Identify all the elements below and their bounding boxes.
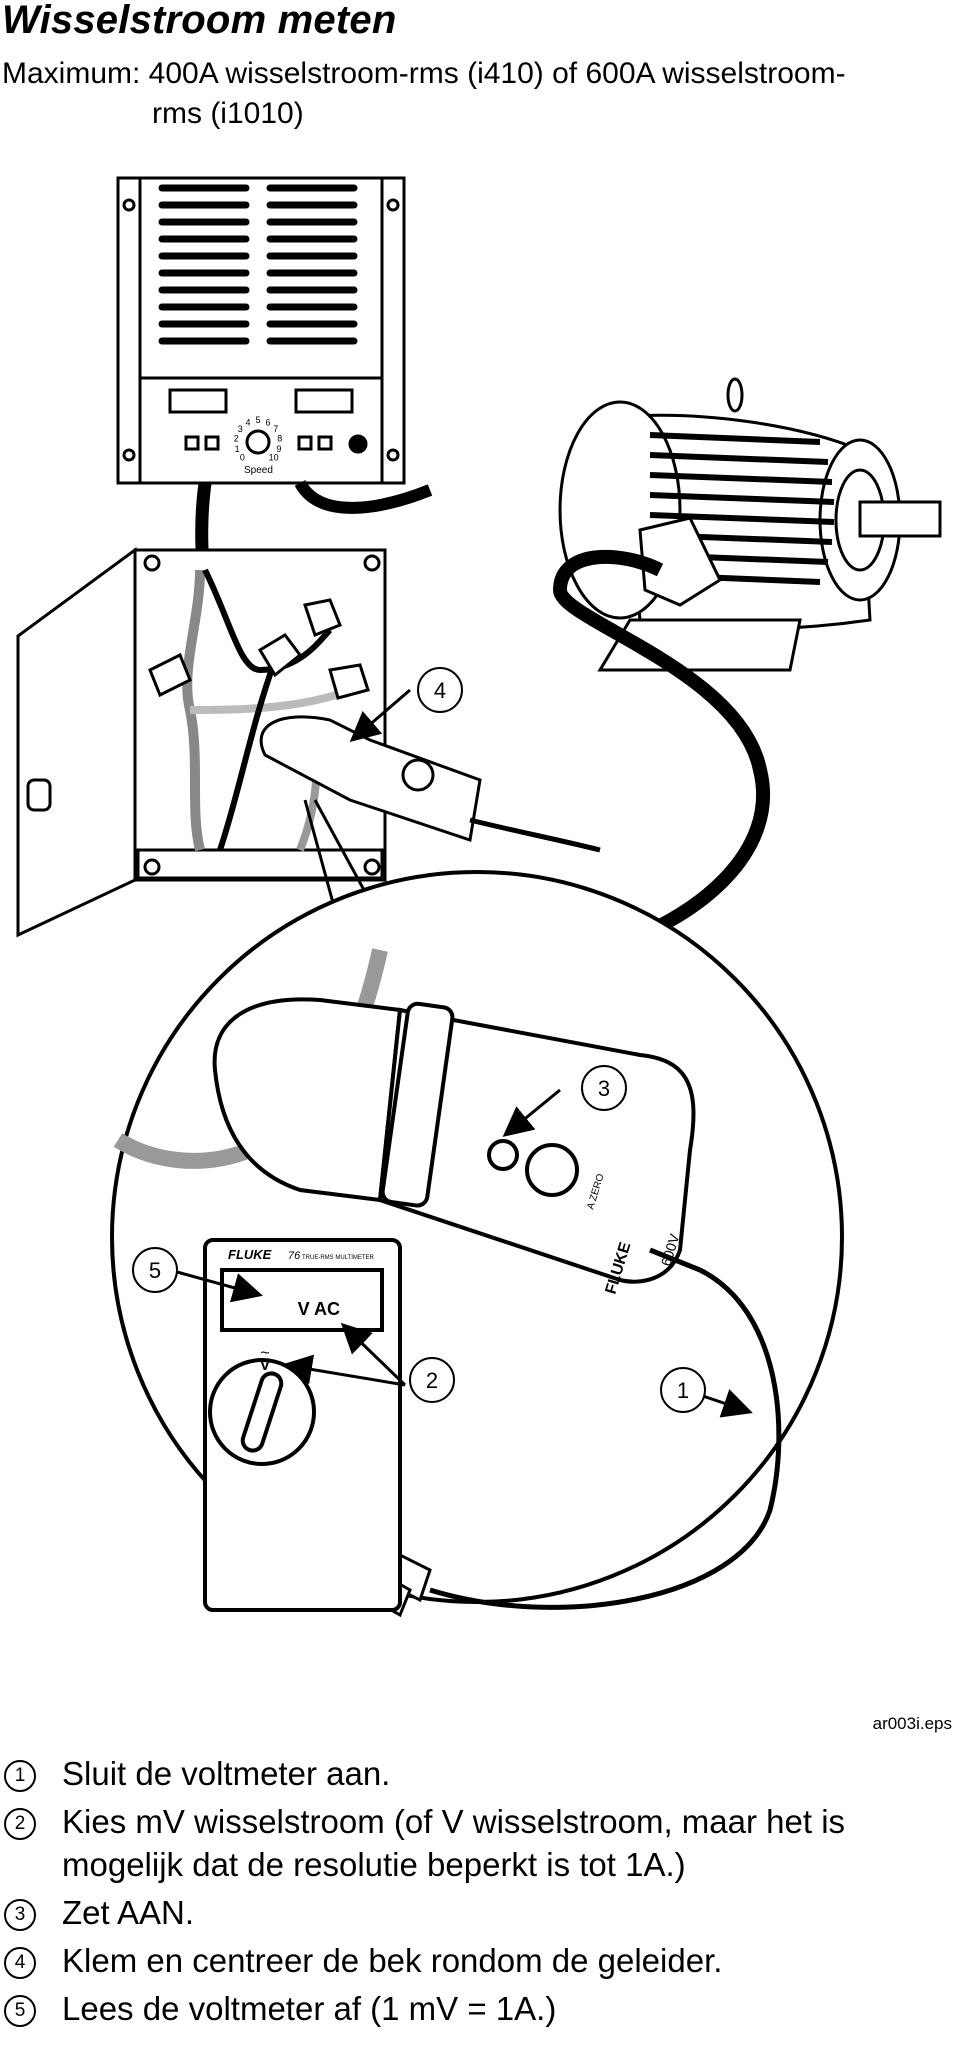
callout-number: 4 (434, 678, 446, 703)
callout-number: 5 (149, 1258, 161, 1283)
motor-terminal-box (638, 516, 722, 607)
dial-number: 5 (255, 415, 260, 425)
subtitle-line-1: Maximum: 400A wisselstroom-rms (i410) of… (2, 57, 846, 90)
callout-circle (132, 1247, 178, 1293)
step-item: 1 Sluit de voltmeter aan. (4, 1752, 960, 1795)
callout-number: 3 (598, 1076, 610, 1101)
display-window-right (294, 388, 354, 414)
dial-number: 10 (269, 453, 279, 463)
display-window-left (168, 388, 228, 414)
junction-box-door (16, 547, 137, 938)
callout-5: 5 (132, 1247, 178, 1293)
multimeter-type-label: TRUE-RMS MULTIMETER (302, 1255, 375, 1261)
subtitle-line-2: rms (i1010) (152, 97, 304, 130)
indicator-lamp (348, 434, 368, 454)
motor-shaft (858, 500, 942, 538)
callout-4: 4 (417, 667, 463, 713)
dial-number: 2 (234, 434, 239, 444)
step-number: 3 (4, 1899, 36, 1931)
callout-circle (417, 667, 463, 713)
step-text: Klem en centreer de bek rondom de geleid… (62, 1942, 723, 1979)
callout-1: 1 (660, 1367, 706, 1413)
dial-number: 7 (273, 424, 278, 434)
step-item: 4 Klem en centreer de bek rondom de gelei… (4, 1939, 960, 1982)
clamp-power-button (487, 1139, 519, 1171)
step-item: 5 Lees de voltmeter af (1 mV = 1A.) (4, 1987, 960, 2030)
callout-circle (660, 1367, 706, 1413)
step-text: Zet AAN. (62, 1894, 195, 1931)
dial-number: 1 (235, 444, 240, 454)
electric-motor (558, 377, 942, 672)
multimeter-76 (203, 1238, 402, 1612)
speed-label: Speed (244, 465, 273, 476)
dial-number: 4 (245, 417, 250, 427)
page-subtitle: Maximum: 400A wisselstroom-rms (i410) of… (2, 54, 942, 134)
step-number: 5 (4, 1995, 36, 2027)
clamp-zero-dial (525, 1143, 579, 1197)
step-list: 1 Sluit de voltmeter aan. 2 Kies mV wissels… (4, 1752, 960, 2035)
motor-controller-unit (116, 176, 433, 612)
callout-3: 3 (581, 1065, 627, 1111)
step-item: 3 Zet AAN. (4, 1891, 960, 1934)
dial-number: 3 (238, 424, 243, 434)
figure-file-reference: ar003i.eps (872, 1714, 952, 1733)
junction-box (16, 547, 387, 938)
step-text: Kies mV wisselstroom (of V wisselstroom,… (62, 1803, 846, 1883)
lifting-eye (726, 377, 744, 413)
control-button (317, 435, 333, 451)
callout-arrows (169, 688, 753, 1418)
control-button (297, 435, 313, 451)
callout-number: 2 (426, 1368, 438, 1393)
callout-number: 1 (677, 1378, 689, 1403)
vent-grille (158, 184, 358, 345)
callout-circle (581, 1065, 627, 1111)
control-button (204, 435, 220, 451)
multimeter-model-label: 76 (288, 1250, 301, 1262)
clamp-meter-small (259, 715, 601, 853)
step-text: Lees de voltmeter af (1 mV = 1A.) (62, 1990, 557, 2027)
dial-number: 0 (240, 453, 245, 463)
multimeter-brand-label: FLUKE (228, 1247, 272, 1262)
step-item: 2 Kies mV wisselstroom (of V wisselstroom… (4, 1800, 960, 1886)
multimeter-display-reading: V AC (298, 1299, 340, 1319)
callout-circle (409, 1357, 455, 1403)
numbered-callouts: 1 2 3 4 5 (132, 667, 706, 1413)
dial-v-label: V (260, 1357, 271, 1374)
dial-number: 9 (276, 444, 281, 454)
dial-number: 8 (277, 434, 282, 444)
dial-tilde-symbol: ~ (260, 1345, 269, 1362)
step-number: 4 (4, 1947, 36, 1979)
control-button (184, 435, 200, 451)
page-title: Wisselstroom meten (2, 0, 397, 42)
step-text: Sluit de voltmeter aan. (62, 1755, 391, 1792)
step-number: 1 (4, 1760, 36, 1792)
test-lead (429, 1267, 782, 1610)
door-latch (26, 778, 52, 812)
dial-number: 6 (265, 417, 270, 427)
step-number: 2 (4, 1808, 36, 1840)
speed-knob (245, 429, 271, 455)
callout-2: 2 (409, 1357, 455, 1403)
